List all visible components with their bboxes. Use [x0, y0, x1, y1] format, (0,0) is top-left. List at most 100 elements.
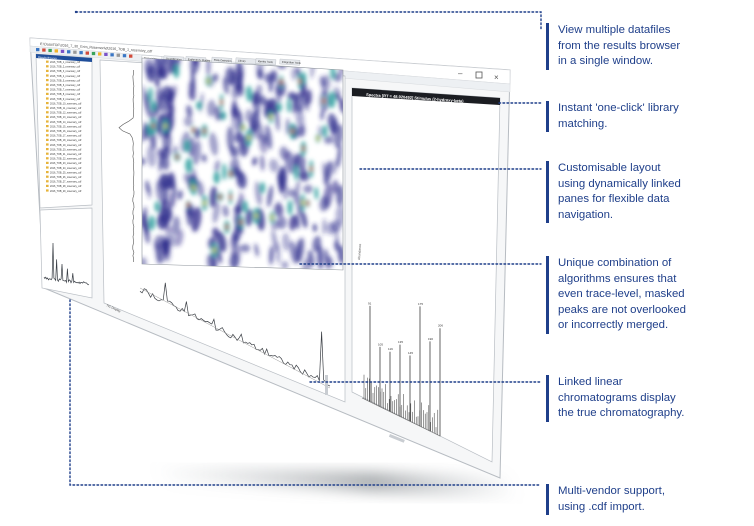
toolbar-button-icon[interactable]: [122, 54, 127, 58]
file-item[interactable]: 2016_TOB_12_rosemary_cdf: [50, 112, 82, 115]
tab-label[interactable]: Quantification: [166, 56, 183, 61]
contour-blob: [156, 113, 164, 134]
toolbar-button-icon[interactable]: [110, 53, 114, 57]
file-item[interactable]: 2016_TOB_21_rosemary_cdf: [50, 153, 82, 156]
file-item[interactable]: 2016_TOB_24_rosemary_cdf: [50, 167, 82, 170]
file-item[interactable]: 2016_TOB_29_rosemary_cdf: [50, 190, 82, 193]
minimize-icon[interactable]: –: [458, 69, 463, 78]
toolbar-button-icon[interactable]: [116, 53, 120, 57]
contour-blob: [244, 108, 252, 122]
file-item[interactable]: 2016_TOB_25_rosemary_cdf: [50, 171, 82, 174]
callout-line: matching.: [558, 117, 608, 130]
vertical-chromatogram: [118, 69, 135, 263]
tab-bg[interactable]: [255, 58, 277, 65]
file-item[interactable]: 2016_TOB_28_rosemary_cdf: [50, 185, 82, 188]
file-item[interactable]: 2016_TOB_4_rosemary_cdf: [50, 75, 80, 78]
toolbar-button-icon[interactable]: [67, 50, 71, 54]
contour-blob: [154, 78, 160, 88]
file-item[interactable]: 2016_TOB_20_rosemary_cdf: [50, 148, 82, 151]
contour-blob: [246, 85, 252, 102]
contour-blob: [209, 132, 219, 156]
close-icon[interactable]: ×: [494, 73, 499, 82]
toolbar-button-icon[interactable]: [60, 49, 65, 53]
contour-blob: [148, 215, 156, 231]
file-item[interactable]: 2016_TOB_27_rosemary_cdf: [50, 181, 82, 184]
tab-label[interactable]: Identity Tools: [258, 59, 274, 64]
contour-blob: [301, 211, 308, 229]
contour-blob: [275, 86, 282, 104]
contour-plot[interactable]: [138, 47, 348, 273]
callout-line: using .cdf import.: [558, 500, 645, 513]
callout-line: the true chromatography.: [558, 407, 685, 419]
toolbar-button-icon[interactable]: [73, 50, 77, 54]
toolbar-icons: [36, 48, 133, 58]
file-item[interactable]: 2016_TOB_16_rosemary_cdf: [50, 130, 82, 133]
contour-blob: [196, 180, 205, 198]
file-item[interactable]: 2016_TOB_5_rosemary_cdf: [50, 79, 80, 82]
toolbar-button-icon[interactable]: [42, 48, 46, 52]
folder-icon: [46, 79, 49, 82]
contour-peak: [229, 171, 232, 177]
contour-blob: [233, 146, 240, 158]
tab-bg[interactable]: [279, 58, 301, 66]
contour-blob: [236, 171, 247, 189]
contour-peak: [247, 135, 250, 141]
toolbar-button-icon[interactable]: [48, 48, 52, 53]
contour-peak: [219, 194, 222, 200]
callout-line: panes for flexible data: [558, 193, 670, 205]
file-item[interactable]: 2016_TOB_18_rosemary_cdf: [50, 139, 82, 142]
file-item[interactable]: 2016_TOB_26_rosemary_cdf: [50, 176, 82, 179]
spectrum-scrollbar[interactable]: [388, 433, 405, 443]
contour-blob: [146, 65, 157, 82]
file-item[interactable]: 2016_TOB_14_rosemary_cdf: [50, 121, 82, 124]
file-item[interactable]: 2016_TOB_15_rosemary_cdf: [50, 125, 82, 128]
spectrum-peak-label: 190: [428, 337, 433, 341]
file-item[interactable]: 2016_TOB_9_rosemary_cdf: [50, 98, 80, 101]
maximize-icon[interactable]: [475, 71, 483, 79]
callout-6: Multi-vendor support,using .cdf import.: [546, 484, 665, 515]
contour-blob: [225, 66, 236, 85]
toolbar-button-icon[interactable]: [79, 51, 83, 55]
contour-blob: [314, 187, 319, 200]
contour-blob: [279, 146, 289, 160]
file-item[interactable]: 2016_TOB_11_rosemary_cdf: [50, 107, 81, 110]
contour-blob: [322, 218, 327, 235]
file-item[interactable]: 2016_TOB_23_rosemary_cdf: [50, 162, 82, 165]
file-item[interactable]: 2016_TOB_17_rosemary_cdf: [50, 135, 82, 138]
contour-blob: [214, 159, 221, 173]
file-item[interactable]: 2016_TOB_6_rosemary_cdf: [50, 84, 80, 87]
contour-blob: [212, 73, 219, 82]
center-scrollbar[interactable]: [325, 375, 328, 395]
contour-blob: [143, 222, 150, 244]
toolbar-button-icon[interactable]: [91, 51, 96, 56]
toolbar-button-icon[interactable]: [85, 51, 89, 55]
tab-label[interactable]: Exploratory Studies: [188, 57, 211, 63]
toolbar-button-icon[interactable]: [104, 52, 108, 56]
spectrum-peak-label: 145: [408, 351, 413, 355]
file-item[interactable]: 2016_TOB_7_rosemary_cdf: [50, 89, 80, 92]
contour-peak: [192, 127, 195, 133]
file-item[interactable]: 2016_TOB_8_rosemary_cdf: [50, 93, 80, 96]
file-item[interactable]: 2016_TOB_22_rosemary_cdf: [50, 158, 82, 161]
contour-blob: [295, 240, 301, 263]
file-item[interactable]: 2016_TOB_13_rosemary_cdf: [50, 116, 82, 119]
tab-label[interactable]: Peak Detection: [214, 58, 232, 63]
tab-label[interactable]: Library: [238, 58, 247, 63]
tab-label[interactable]: Integration Tools: [282, 60, 302, 65]
toolbar-button-icon[interactable]: [129, 54, 133, 58]
toolbar-button-icon[interactable]: [36, 48, 40, 52]
file-item[interactable]: 2016_TOB_10_rosemary_cdf: [50, 102, 82, 105]
contour-blob: [334, 226, 340, 250]
contour-blob: [220, 111, 226, 120]
contour-blob: [293, 165, 298, 181]
file-item[interactable]: 2016_TOB_2_rosemary_cdf: [50, 66, 80, 69]
contour-blob: [327, 113, 338, 133]
toolbar-button-icon[interactable]: [98, 52, 102, 56]
folder-icon: [46, 69, 49, 72]
file-item[interactable]: 2016_TOB_3_rosemary_cdf: [50, 70, 80, 73]
contour-blob: [295, 214, 300, 230]
file-item[interactable]: 2016_TOB_1_rosemary_cdf: [50, 61, 80, 64]
toolbar-button-icon[interactable]: [54, 49, 58, 53]
file-item[interactable]: 2016_TOB_19_rosemary_cdf: [50, 144, 82, 147]
